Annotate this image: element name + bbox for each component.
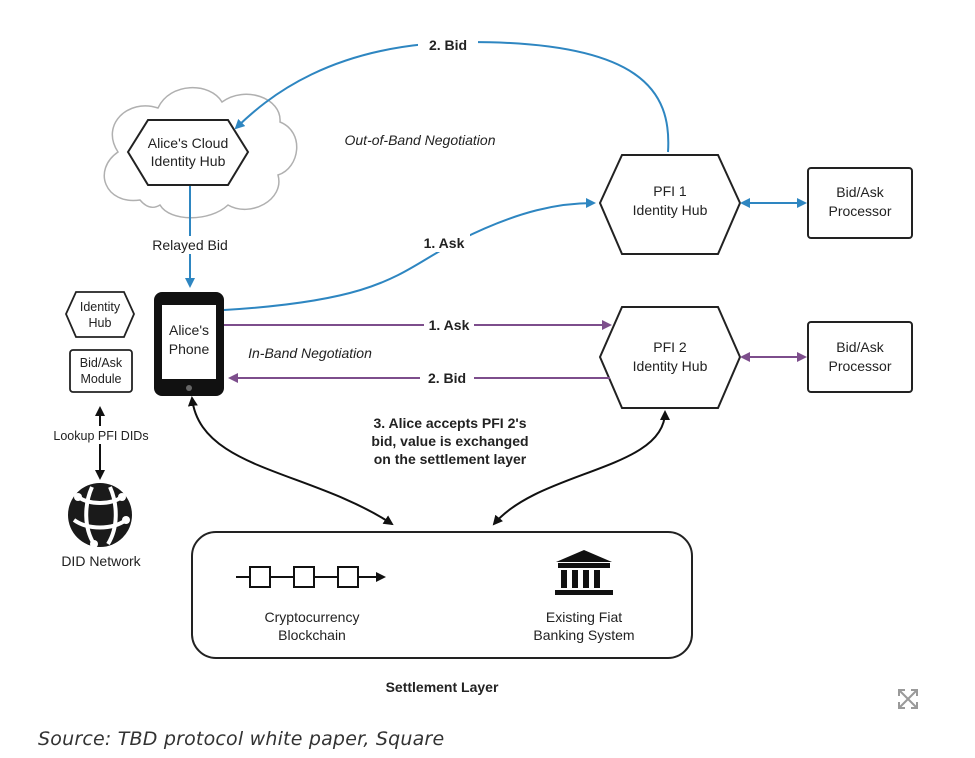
processor1-label-2: Processor [828, 203, 891, 219]
accept-line-1: 3. Alice accepts PFI 2's [373, 415, 526, 431]
module-label-1: Bid/Ask [80, 356, 123, 370]
local-hub-label-2: Hub [89, 316, 112, 330]
fiat-label-1: Existing Fiat [546, 609, 622, 625]
lookup-label: Lookup PFI DIDs [53, 429, 148, 443]
pfi2-label-2: Identity Hub [633, 358, 708, 374]
local-hub-label-1: Identity [80, 300, 121, 314]
accept-line-3: on the settlement layer [374, 451, 527, 467]
bid-oob-label: 2. Bid [429, 37, 467, 53]
local-identity-hub [65, 291, 135, 338]
source-caption: Source: TBD protocol white paper, Square [38, 728, 445, 750]
fiat-label-2: Banking System [533, 627, 634, 643]
relayed-bid-label: Relayed Bid [152, 237, 228, 253]
phone-icon [154, 292, 224, 396]
processor2-label-1: Bid/Ask [836, 339, 884, 355]
ask-arrow-oob [223, 198, 596, 311]
bid-ask-processor-1 [807, 167, 913, 239]
blockchain-icon [236, 566, 386, 588]
bid-inband-label: 2. Bid [428, 370, 466, 386]
bank-icon [555, 550, 613, 595]
pfi1-identity-hub [598, 154, 742, 255]
ask-inband-label: 1. Ask [429, 317, 470, 333]
cloud-identity-hub [126, 119, 250, 186]
crypto-label-1: Cryptocurrency [265, 609, 360, 625]
module-label-2: Module [81, 372, 122, 386]
negotiation-diagram: Alice's Cloud Identity Hub PFI 1 Identit… [53, 37, 913, 695]
pfi1-label-2: Identity Hub [633, 202, 708, 218]
did-network-label: DID Network [61, 553, 141, 569]
accept-line-2: bid, value is exchanged [371, 433, 528, 449]
pfi2-label-1: PFI 2 [653, 339, 687, 355]
phone-label-1: Alice's [169, 322, 209, 338]
ask-oob-label: 1. Ask [424, 235, 465, 251]
bid-ask-processor-2 [807, 321, 913, 393]
cloud-hub-label-2: Identity Hub [151, 153, 226, 169]
in-band-label: In-Band Negotiation [248, 345, 372, 361]
expand-icon[interactable] [896, 687, 920, 711]
bid-ask-module [69, 349, 133, 393]
cloud-hub-label-1: Alice's Cloud [148, 135, 229, 151]
phone-label-2: Phone [169, 341, 210, 357]
out-of-band-label: Out-of-Band Negotiation [345, 132, 496, 148]
globe-network-icon [68, 483, 132, 548]
pfi2-settlement-arrow [492, 410, 670, 526]
crypto-label-2: Blockchain [278, 627, 346, 643]
phone-settlement-arrow [187, 396, 394, 526]
pfi1-label-1: PFI 1 [653, 183, 687, 199]
settlement-layer-label: Settlement Layer [386, 679, 499, 695]
processor2-label-2: Processor [828, 358, 891, 374]
processor1-label-1: Bid/Ask [836, 184, 884, 200]
pfi2-identity-hub [598, 306, 742, 409]
